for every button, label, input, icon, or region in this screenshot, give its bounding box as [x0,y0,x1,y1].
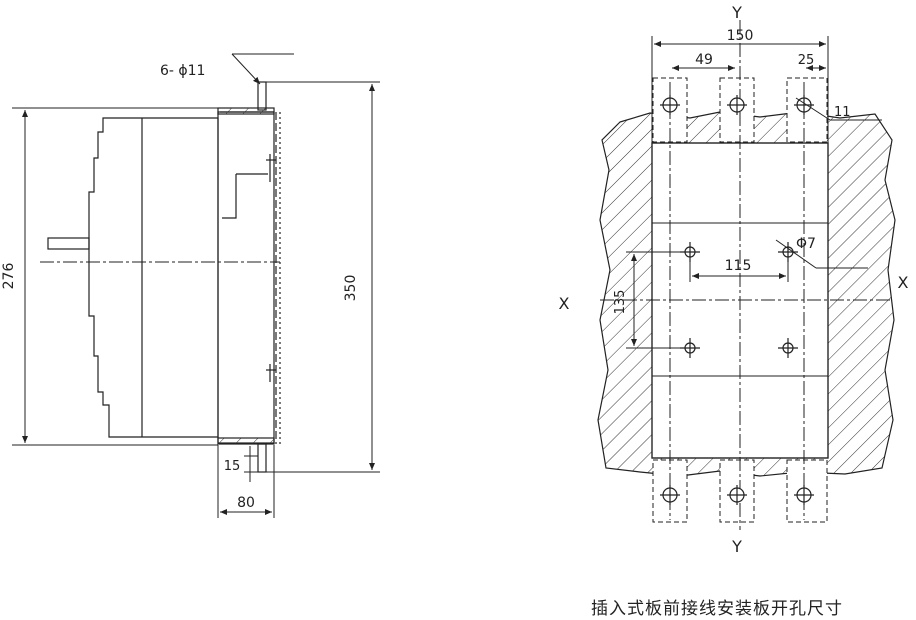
dim-edge-label: 25 [798,53,815,68]
dim-hole-label: 11 [834,105,851,120]
side-view [12,53,380,518]
terminal-slot [786,459,828,523]
mount-hole [778,338,798,358]
axis-label-y-top: Y [731,3,742,22]
axis-label-x-left: X [559,294,570,313]
figure-caption: 插入式板前接线安装板开孔尺寸 [591,599,843,619]
terminal-stud-bottom [257,443,267,473]
axis-label-x-right: X [898,273,909,292]
terminal-hole [727,485,747,505]
dim-height-label: 276 [1,263,17,290]
base-bottom-hatch [217,437,275,445]
terminal-hole [660,485,680,505]
terminal-slot [786,77,828,143]
dim-pitch-label: 49 [695,52,713,68]
cutout-view [597,20,896,530]
terminal-slot [719,77,755,143]
dim-total-height-label: 350 [343,275,359,302]
breaker-body-outline [88,117,219,438]
terminal-hole [727,95,747,115]
handle [47,237,90,250]
mount-hole [680,338,700,358]
dim-terminal-label: 15 [224,459,241,474]
dim-depth-label: 80 [237,495,255,511]
panel-hatch [597,111,896,477]
base-top-hatch [217,107,275,115]
dim-mount-hole-label: Φ7 [796,236,816,252]
terminal-slot [719,459,755,523]
plug-contact [222,174,237,219]
terminal-hole [794,485,814,505]
mounting-base [217,111,275,444]
dim-mount-v-label: 135 [613,290,628,315]
axis-label-y-bottom: Y [731,537,742,556]
mount-hole [680,242,700,262]
hole-spec-label: 6- ϕ11 [160,63,205,79]
dim-mount-h-label: 115 [725,258,752,274]
dim-width-label: 150 [727,28,754,44]
terminal-stud-top [257,81,267,111]
terminal-hole [660,95,680,115]
